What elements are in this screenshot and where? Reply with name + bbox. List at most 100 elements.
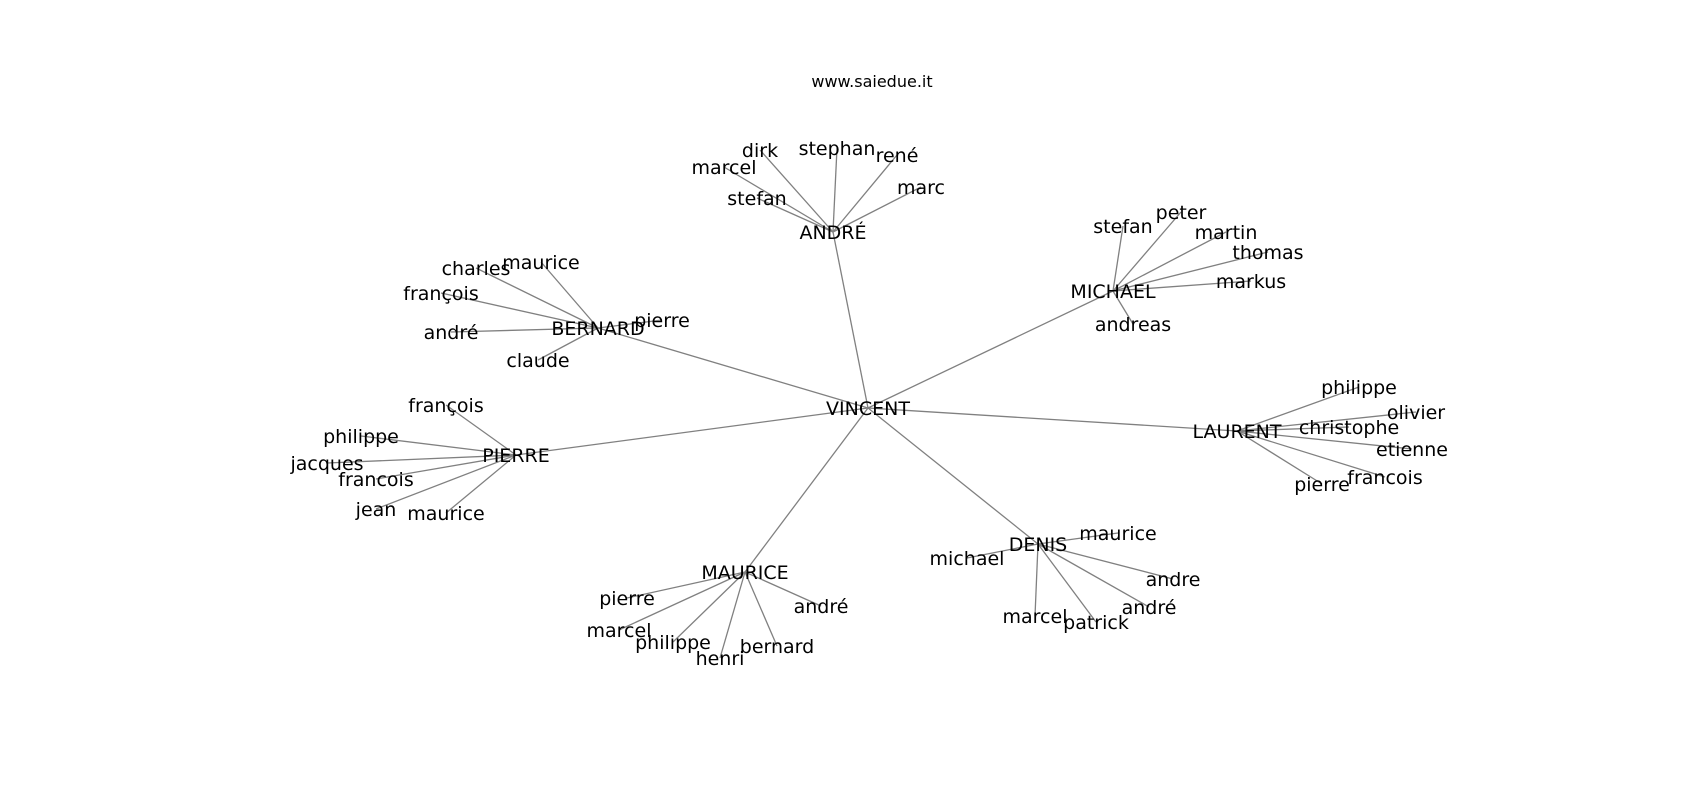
edge-0-5: [756, 197, 834, 233]
edge-0-2: [832, 147, 838, 233]
leaf-node-label: philippe: [323, 426, 399, 448]
edge-4-2: [326, 454, 517, 464]
hub-node-label: ANDRÉ: [799, 221, 866, 244]
edge-root-5: [867, 407, 1039, 545]
edge-5-3: [1037, 543, 1150, 608]
edge-0-3: [832, 154, 898, 233]
leaf-node-label: stefan: [1093, 216, 1152, 238]
edge-3-4: [1236, 430, 1386, 478]
leaf-node-label: jacques: [289, 453, 363, 475]
diagram-title: www.saiedue.it: [811, 72, 932, 91]
leaf-node-label: patrick: [1063, 612, 1129, 634]
leaf-node-label: charles: [442, 258, 511, 280]
edge-3-0: [1236, 386, 1360, 432]
leaf-node-label: andré: [1122, 597, 1177, 619]
leaf-node-label: andré: [794, 596, 849, 618]
edge-6-2: [618, 571, 746, 631]
edge-1-3: [1112, 251, 1269, 292]
leaf-node-label: bernard: [740, 636, 814, 658]
leaf-node-label: pierre: [1294, 474, 1350, 496]
hub-node-label: LAURENT: [1193, 421, 1282, 443]
edge-root-2: [597, 327, 869, 409]
edge-root-4: [515, 407, 869, 456]
leaf-node-label: maurice: [502, 252, 579, 274]
leaf-node-label: maurice: [407, 503, 484, 525]
leaf-node-label: olivier: [1387, 402, 1445, 424]
leaf-node-label: philippe: [1321, 377, 1397, 399]
edge-0-0: [723, 166, 834, 233]
edge-root-3: [867, 407, 1238, 432]
leaf-node-label: stefan: [727, 188, 786, 210]
edge-2-1: [540, 261, 599, 329]
hub-node-label: MAURICE: [701, 562, 788, 584]
hub-node-label: MICHAEL: [1070, 281, 1156, 303]
edge-5-2: [1037, 543, 1174, 580]
edge-1-0: [1112, 225, 1124, 292]
edge-2-3: [597, 319, 663, 329]
hub-node-label: PIERRE: [482, 445, 549, 467]
hub-node-label: DENIS: [1009, 534, 1068, 556]
leaf-node-label: maurice: [1079, 523, 1156, 545]
leaf-node-label: marcel: [1003, 606, 1068, 628]
leaf-node-label: françois: [408, 395, 483, 417]
leaf-node-label: marcel: [587, 620, 652, 642]
edge-1-4: [1112, 280, 1252, 292]
leaf-node-label: marcel: [692, 157, 757, 179]
edge-6-4: [719, 571, 746, 659]
hub-node-label: BERNARD: [551, 318, 644, 340]
edge-4-1: [360, 435, 517, 456]
leaf-node-label: christophe: [1299, 417, 1399, 439]
edge-6-3: [672, 571, 746, 643]
leaf-node-label: markus: [1216, 271, 1286, 293]
edge-0-4: [832, 186, 922, 233]
edge-5-1: [966, 543, 1039, 559]
edge-1-2: [1112, 231, 1227, 292]
edge-5-4: [1034, 543, 1039, 617]
leaf-node-label: michael: [930, 548, 1005, 570]
leaf-node-label: peter: [1156, 202, 1207, 224]
edge-3-2: [1236, 426, 1350, 432]
edge-4-5: [445, 454, 517, 514]
edge-3-5: [1236, 430, 1323, 485]
leaf-node-label: marc: [897, 177, 945, 199]
edge-4-0: [445, 404, 517, 456]
edge-1-1: [1112, 211, 1182, 292]
leaf-node-label: etienne: [1376, 439, 1448, 461]
edges-layer: [326, 147, 1417, 659]
edge-2-2: [440, 292, 599, 329]
leaf-node-label: philippe: [635, 632, 711, 654]
leaf-node-label: andré: [424, 322, 479, 344]
leaf-node-label: thomas: [1232, 242, 1303, 264]
leaf-node-label: stephan: [799, 138, 876, 160]
edge-4-3: [375, 454, 517, 480]
leaf-node-label: françois: [403, 283, 478, 305]
edge-2-0: [475, 267, 599, 329]
leaf-node-label: andre: [1146, 569, 1201, 591]
edge-6-0: [626, 571, 746, 599]
leaf-node-label: dirk: [742, 140, 778, 162]
leaf-node-label: jean: [355, 499, 397, 521]
edge-0-1: [759, 149, 834, 233]
edge-6-5: [744, 571, 778, 647]
leaf-node-label: francois: [1347, 467, 1422, 489]
edge-3-1: [1236, 411, 1417, 432]
edge-5-0: [1037, 532, 1119, 545]
edge-1-5: [1112, 290, 1134, 325]
leaf-node-label: claude: [506, 350, 569, 372]
leaf-node-label: pierre: [599, 588, 655, 610]
leaf-node-label: henri: [696, 648, 745, 670]
edge-5-5: [1037, 543, 1097, 623]
root-node-label: VINCENT: [826, 398, 910, 420]
edge-6-1: [744, 571, 822, 607]
leaf-node-label: rené: [876, 145, 919, 167]
leaf-node-label: andreas: [1095, 314, 1171, 336]
edge-root-6: [744, 407, 869, 573]
edge-3-3: [1236, 430, 1413, 450]
leaf-node-label: pierre: [634, 310, 690, 332]
edge-root-0: [832, 231, 869, 409]
edge-root-1: [867, 290, 1114, 409]
edge-2-5: [537, 327, 599, 361]
edge-4-4: [375, 454, 517, 510]
